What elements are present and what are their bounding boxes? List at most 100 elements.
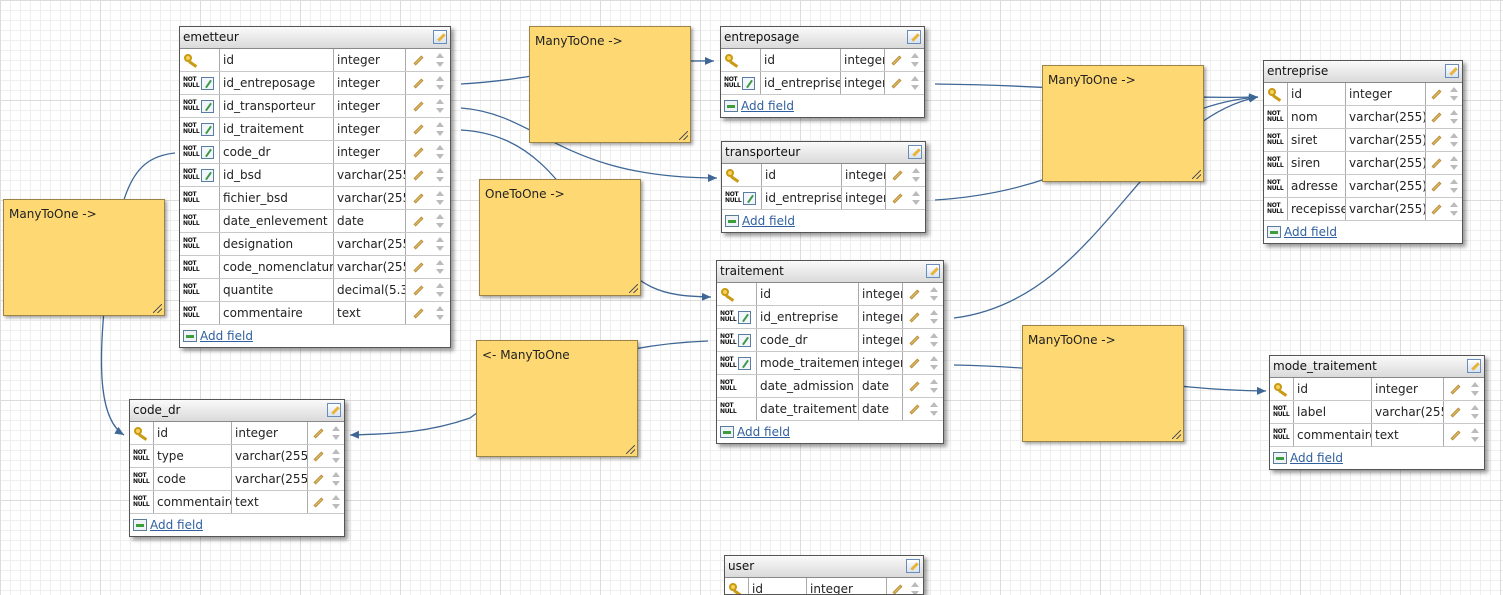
reorder-field-icon[interactable] [912, 190, 921, 206]
edit-field-icon[interactable] [908, 380, 920, 392]
resize-grip-icon[interactable] [1172, 430, 1181, 439]
note-many-to-one-left[interactable]: ManyToOne -> [3, 199, 165, 316]
reorder-field-icon[interactable] [436, 144, 444, 160]
add-field-icon[interactable] [720, 426, 734, 438]
edit-field-icon[interactable] [312, 427, 324, 439]
add-field-icon[interactable] [1267, 226, 1281, 238]
resize-grip-icon[interactable] [679, 131, 688, 140]
edit-field-icon[interactable] [412, 169, 424, 181]
resize-grip-icon[interactable] [1192, 170, 1201, 179]
edit-field-icon[interactable] [890, 54, 902, 66]
add-field-icon[interactable] [183, 330, 197, 342]
table-header[interactable]: transporteur [722, 142, 925, 164]
note-many-to-one-mode[interactable]: ManyToOne -> [1022, 325, 1184, 442]
reorder-field-icon[interactable] [436, 52, 444, 68]
edit-field-icon[interactable] [412, 238, 424, 250]
reorder-field-icon[interactable] [1450, 86, 1458, 102]
reorder-field-icon[interactable] [436, 213, 444, 229]
table-header[interactable]: mode_traitement [1270, 356, 1484, 378]
edit-field-icon[interactable] [1430, 157, 1442, 169]
edit-field-icon[interactable] [412, 284, 424, 296]
table-header[interactable]: entreprise [1264, 61, 1462, 83]
edit-field-icon[interactable] [1430, 111, 1442, 123]
reorder-field-icon[interactable] [436, 167, 444, 183]
add-field-icon[interactable] [1273, 452, 1287, 464]
reorder-field-icon[interactable] [332, 425, 340, 441]
add-field-icon[interactable] [724, 100, 738, 112]
resize-grip-icon[interactable] [629, 284, 638, 293]
edit-table-icon[interactable] [1467, 359, 1481, 373]
edit-field-icon[interactable] [312, 473, 324, 485]
edit-field-icon[interactable] [312, 450, 324, 462]
note-many-to-one-entreposage[interactable]: ManyToOne -> [529, 26, 691, 143]
edit-table-icon[interactable] [906, 559, 920, 573]
reorder-field-icon[interactable] [1450, 132, 1458, 148]
reorder-field-icon[interactable] [930, 286, 938, 302]
reorder-field-icon[interactable] [332, 471, 340, 487]
table-header[interactable]: user [725, 556, 923, 578]
edit-field-icon[interactable] [891, 583, 903, 594]
note-many-to-one-code-dr[interactable]: <- ManyToOne [476, 340, 638, 457]
resize-grip-icon[interactable] [626, 445, 635, 454]
reorder-field-icon[interactable] [912, 167, 921, 183]
edit-table-icon[interactable] [327, 403, 341, 417]
edit-table-icon[interactable] [908, 145, 922, 159]
add-field-link[interactable]: Add field [741, 99, 794, 113]
edit-field-icon[interactable] [412, 77, 424, 89]
reorder-field-icon[interactable] [930, 401, 938, 417]
edit-field-icon[interactable] [412, 192, 424, 204]
edit-field-icon[interactable] [312, 496, 324, 508]
table-header[interactable]: code_dr [130, 400, 344, 422]
edit-field-icon[interactable] [412, 100, 424, 112]
edit-field-icon[interactable] [908, 311, 920, 323]
edit-field-icon[interactable] [1449, 383, 1461, 395]
reorder-field-icon[interactable] [436, 121, 444, 137]
reorder-field-icon[interactable] [332, 448, 340, 464]
edit-field-icon[interactable] [908, 403, 920, 415]
edit-field-icon[interactable] [412, 123, 424, 135]
reorder-field-icon[interactable] [930, 355, 938, 371]
reorder-field-icon[interactable] [1450, 155, 1458, 171]
reorder-field-icon[interactable] [930, 332, 938, 348]
edit-field-icon[interactable] [412, 54, 424, 66]
reorder-field-icon[interactable] [911, 581, 919, 594]
edit-table-icon[interactable] [1445, 64, 1459, 78]
reorder-field-icon[interactable] [930, 378, 938, 394]
add-field-icon[interactable] [725, 215, 739, 227]
reorder-field-icon[interactable] [1471, 404, 1479, 420]
edit-field-icon[interactable] [1430, 88, 1442, 100]
edit-field-icon[interactable] [412, 146, 424, 158]
add-field-link[interactable]: Add field [742, 214, 795, 228]
reorder-field-icon[interactable] [436, 236, 444, 252]
edit-field-icon[interactable] [908, 288, 920, 300]
edit-field-icon[interactable] [908, 334, 920, 346]
note-many-to-one-entreprise[interactable]: ManyToOne -> [1042, 65, 1204, 182]
edit-field-icon[interactable] [890, 77, 902, 89]
reorder-field-icon[interactable] [332, 494, 340, 510]
